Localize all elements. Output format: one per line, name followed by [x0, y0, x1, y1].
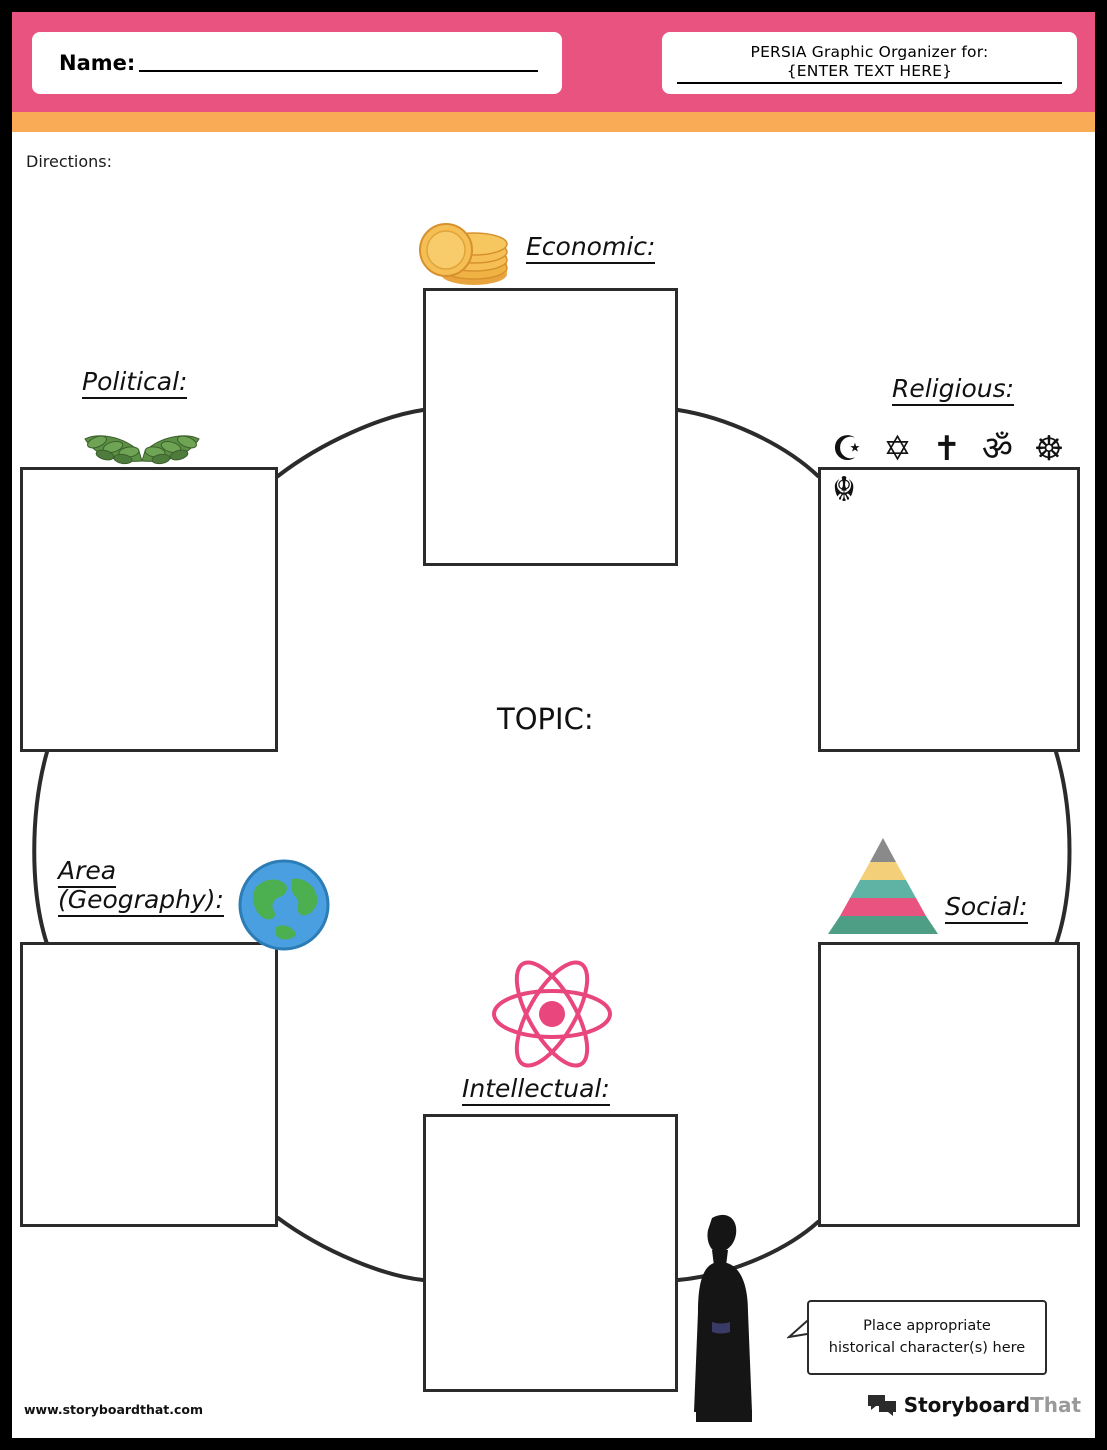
- political-answer-box[interactable]: [20, 467, 278, 752]
- name-label: Name:: [59, 51, 136, 75]
- economic-label: Economic:: [526, 232, 656, 264]
- speech-bubbles-logo-icon: [867, 1395, 896, 1416]
- bubble-line-2: historical character(s) here: [828, 1339, 1026, 1356]
- religious-symbols-icon: ☪ ✡ ✝ ॐ ☸ ☬: [832, 429, 1070, 510]
- religious-label: Religious:: [892, 374, 1015, 406]
- title-input-rule: [677, 81, 1062, 84]
- area-label: Area (Geography):: [58, 856, 278, 917]
- globe-icon: [236, 857, 332, 957]
- accent-band: [12, 112, 1095, 132]
- coins-icon: [412, 212, 516, 296]
- logo-text: StoryboardThat: [904, 1393, 1081, 1417]
- footer-url[interactable]: www.storyboardthat.com: [24, 1402, 204, 1417]
- intellectual-answer-box[interactable]: [423, 1114, 678, 1392]
- name-input-rule[interactable]: [139, 52, 538, 72]
- directions-label: Directions:: [26, 152, 113, 171]
- social-label: Social:: [945, 892, 1028, 924]
- title-field-box[interactable]: PERSIA Graphic Organizer for: {ENTER TEX…: [662, 32, 1077, 94]
- connector-curves: [32, 408, 1072, 1282]
- topic-label: TOPIC:: [497, 702, 594, 736]
- intellectual-label: Intellectual:: [462, 1074, 610, 1106]
- storyboardthat-logo: StoryboardThat: [867, 1393, 1081, 1417]
- religious-answer-box[interactable]: [818, 467, 1080, 752]
- area-answer-box[interactable]: [20, 942, 278, 1227]
- pyramid-icon: [818, 832, 948, 946]
- bubble-line-1: Place appropriate: [863, 1318, 991, 1335]
- character-placeholder-bubble: Place appropriate historical character(s…: [807, 1300, 1047, 1375]
- name-field-box[interactable]: Name:: [32, 32, 562, 94]
- economic-answer-box[interactable]: [423, 288, 678, 566]
- laurel-wreath-icon: [77, 417, 207, 476]
- logo-text-secondary: That: [1030, 1393, 1081, 1417]
- historical-character-silhouette: [682, 1212, 762, 1431]
- social-answer-box[interactable]: [818, 942, 1080, 1227]
- political-label: Political:: [82, 367, 188, 399]
- persia-diagram: Economic: Political: Religious: Area (Ge…: [12, 12, 1095, 1438]
- logo-text-primary: Storyboard: [903, 1393, 1031, 1417]
- worksheet-page: Name: PERSIA Graphic Organizer for: {ENT…: [12, 12, 1095, 1438]
- organizer-title: PERSIA Graphic Organizer for:: [750, 42, 989, 61]
- organizer-title-placeholder[interactable]: {ENTER TEXT HERE}: [786, 61, 953, 80]
- atom-icon: [487, 952, 617, 1081]
